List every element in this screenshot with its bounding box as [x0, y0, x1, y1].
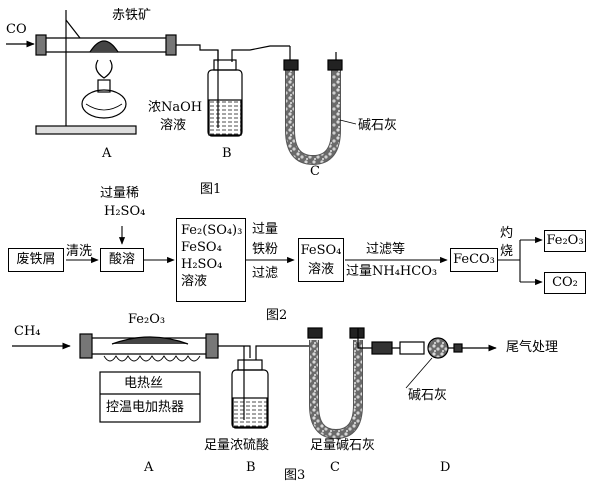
fig2-iron-label-3: 过滤 — [252, 266, 279, 281]
fig2-feco3-box: FeCO₃ — [450, 248, 498, 272]
fig1-apparatus — [6, 10, 357, 166]
fig2-feso4-line-1: FeSO₄ — [300, 243, 342, 258]
fig2-scrap-label: 废铁屑 — [16, 252, 56, 267]
fig3-heater-wire-label: 电热丝 — [124, 376, 164, 391]
fig3-apparatus — [12, 327, 497, 440]
fig2-iron-label-1: 过量 — [252, 222, 279, 237]
fig2-wash-label: 清洗 — [66, 244, 93, 259]
fig3-fe2o3-label: Fe₂O₃ — [128, 312, 166, 327]
fig2-caption: 图2 — [266, 308, 288, 323]
fig3-acid-label: 足量浓硫酸 — [204, 438, 270, 453]
fig2-burn-label-2: 烧 — [500, 244, 514, 259]
fig3-label-c: C — [330, 460, 340, 475]
fig2-feso4-line-2: 溶液 — [307, 262, 334, 277]
fig2-feso4-box: FeSO₄ 溶液 — [298, 238, 344, 282]
fig1-label-c: C — [310, 164, 320, 179]
fig2-mixture-line-3: H₂SO₄ — [181, 257, 223, 272]
fig3-drying-tube-d — [371, 337, 466, 359]
fig2-mixture-box: Fe₂(SO₄)₃ FeSO₄ H₂SO₄ 溶液 — [176, 218, 246, 302]
fig1-ore-label: 赤铁矿 — [112, 8, 152, 23]
fig1-naoh-label-2: 溶液 — [160, 118, 187, 133]
fig2-co2-label: CO₂ — [552, 275, 578, 290]
fig2-co2-box: CO₂ — [544, 272, 586, 294]
fig3-label-d: D — [440, 460, 451, 475]
fig3-soda-lime-label: 碱石灰 — [408, 388, 448, 403]
fig2-mixture-line-2: FeSO₄ — [181, 240, 222, 255]
fig1-iron-stand — [35, 10, 137, 135]
fig2-dissolve-label: 酸溶 — [108, 252, 135, 267]
fig1-naoh-label-1: 浓NaOH — [148, 100, 203, 115]
fig2-burn-label-1: 灼 — [500, 226, 514, 241]
fig2-mixture-line-1: Fe₂(SO₄)₃ — [181, 223, 243, 238]
fig3-heater-label: 控温电加热器 — [106, 400, 185, 415]
fig2-acid-label-1: 过量稀 — [100, 186, 140, 201]
fig2-flow-arrows — [66, 226, 543, 286]
fig1-caption: 图1 — [200, 182, 222, 197]
fig3-bottle-b — [231, 345, 312, 429]
fig3-u-tube-c — [307, 327, 400, 440]
fig1-label-a: A — [102, 146, 112, 161]
fig1-label-b: B — [222, 146, 232, 161]
fig2-scrap-box: 废铁屑 — [8, 248, 64, 272]
fig2-feco3-label: FeCO₃ — [453, 252, 495, 267]
fig2-mixture-line-4: 溶液 — [181, 274, 208, 289]
fig2-dissolve-box: 酸溶 — [100, 248, 144, 272]
fig3-caption: 图3 — [284, 468, 306, 483]
fig2-filter-label: 过滤等 — [366, 242, 406, 257]
fig3-label-a: A — [144, 460, 154, 475]
fig3-soda-label: 足量碱石灰 — [310, 438, 376, 453]
fig2-iron-label-2: 铁粉 — [252, 242, 279, 257]
fig1-co-label: CO — [6, 22, 27, 37]
fig1-soda-lime-label: 碱石灰 — [358, 118, 398, 133]
fig2-fe2o3-label: Fe₂O₃ — [546, 233, 584, 248]
fig2-nh4hco3-label: 过量NH₄HCO₃ — [346, 264, 438, 279]
fig1-lamp — [81, 59, 127, 119]
fig3-ch4-label: CH₄ — [14, 324, 41, 339]
fig3-label-b: B — [246, 460, 256, 475]
fig3-tube-a — [79, 333, 219, 423]
fig1-ore-heap — [89, 40, 119, 53]
fig1-u-tube-c — [283, 46, 343, 166]
fig3-tail-gas-label: 尾气处理 — [506, 340, 559, 355]
fig1-bottle-b — [207, 45, 290, 137]
fig2-acid-label-2: H₂SO₄ — [104, 204, 146, 219]
fig2-fe2o3-box: Fe₂O₃ — [544, 230, 586, 252]
